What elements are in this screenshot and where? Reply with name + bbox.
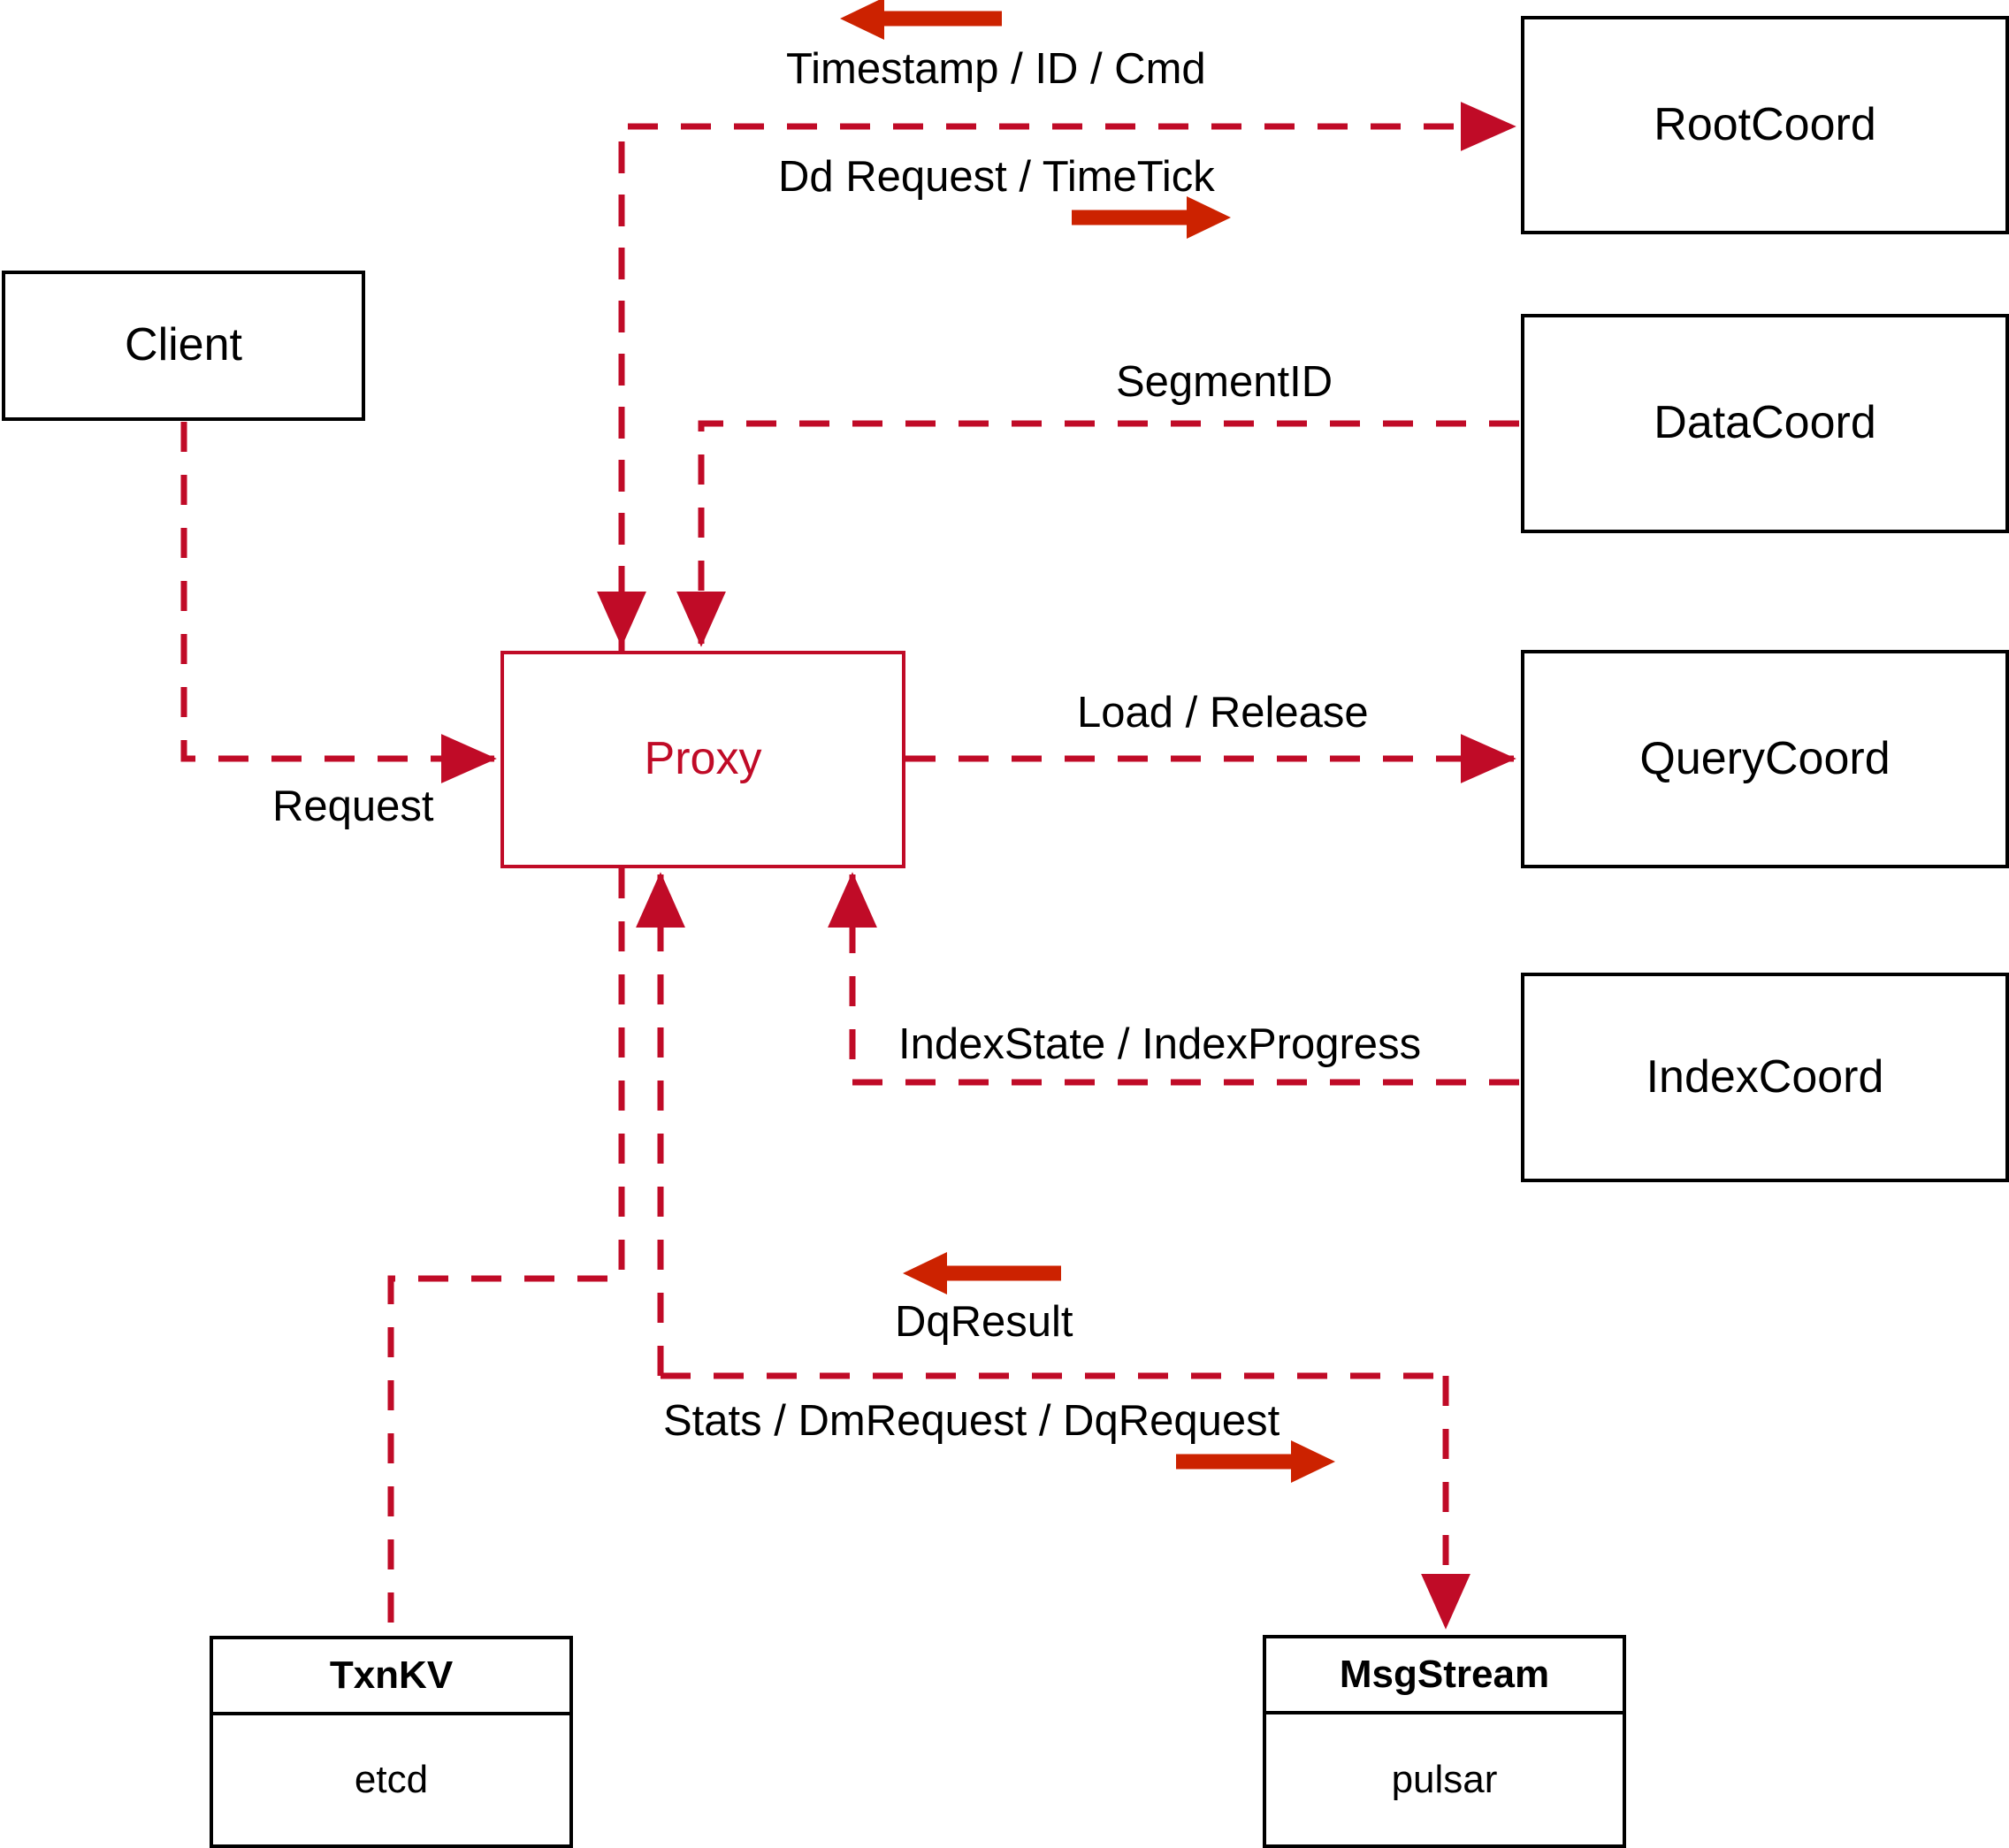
bold-arrow-timestamp-left [840, 0, 1002, 40]
node-client-label: Client [125, 319, 242, 371]
edge-label-load-release: Load / Release [1077, 689, 1369, 737]
edge-datacoord-to-proxy [676, 420, 1519, 647]
node-datacoord[interactable]: DataCoord [1521, 314, 2009, 533]
edge-label-index-state-progress: IndexState / IndexProgress [898, 1020, 1422, 1068]
node-txnkv-header: TxnKV [213, 1639, 569, 1715]
node-indexcoord-label: IndexCoord [1646, 1050, 1884, 1103]
node-indexcoord[interactable]: IndexCoord [1521, 973, 2009, 1182]
edge-label-dq-result: DqResult [895, 1298, 1073, 1346]
node-rootcoord-label: RootCoord [1654, 98, 1876, 150]
node-proxy-label: Proxy [644, 733, 762, 785]
edge-client-to-proxy [180, 422, 497, 783]
edge-label-segment-id: SegmentID [1116, 358, 1333, 406]
node-txnkv-body: etcd [354, 1758, 429, 1801]
node-txnkv[interactable]: TxnKV etcd [210, 1636, 573, 1848]
edge-indexcoord-to-proxy [828, 872, 1519, 1086]
edge-label-timestamp-id-cmd: Timestamp / ID / Cmd [786, 45, 1206, 93]
node-datacoord-label: DataCoord [1654, 397, 1876, 449]
node-msgstream-header: MsgStream [1266, 1638, 1623, 1714]
bold-arrow-dd-request-right [1072, 196, 1231, 239]
node-msgstream[interactable]: MsgStream pulsar [1263, 1635, 1626, 1848]
edge-label-stats-dm-dq-request: Stats / DmRequest / DqRequest [663, 1397, 1280, 1445]
node-msgstream-body: pulsar [1391, 1757, 1498, 1801]
node-querycoord-label: QueryCoord [1639, 732, 1891, 784]
bold-arrow-dqresult-left [903, 1252, 1061, 1294]
node-rootcoord[interactable]: RootCoord [1521, 16, 2009, 234]
bold-arrow-stats-right [1176, 1440, 1335, 1483]
edge-label-request: Request [272, 783, 434, 830]
node-client[interactable]: Client [2, 271, 365, 421]
node-querycoord[interactable]: QueryCoord [1521, 650, 2009, 868]
edge-proxy-to-txnkv [387, 868, 625, 1631]
edge-proxy-to-rootcoord [618, 102, 1516, 651]
node-proxy[interactable]: Proxy [500, 651, 905, 868]
edge-label-dd-request-timetick: Dd Request / TimeTick [778, 153, 1215, 201]
edge-proxy-to-msgstream [661, 1372, 1470, 1630]
